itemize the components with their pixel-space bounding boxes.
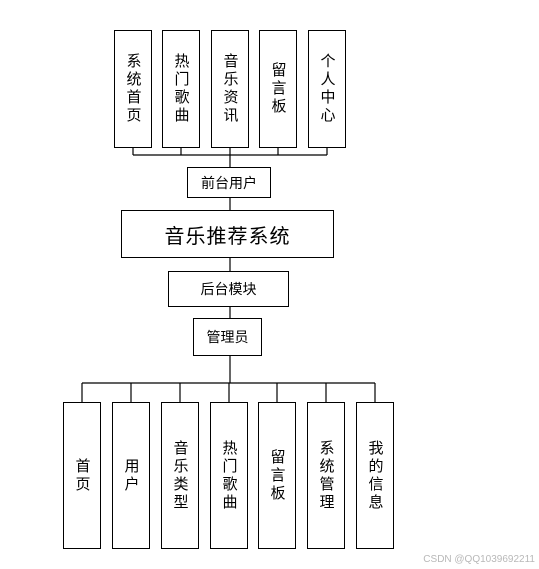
admin-module-hot-songs: 热门歌曲 xyxy=(210,402,248,549)
front-module-home: 系统首页 xyxy=(114,30,152,148)
backend-module-node: 后台模块 xyxy=(168,271,289,307)
front-module-hot-songs: 热门歌曲 xyxy=(162,30,200,148)
admin-module-my-info: 我的信息 xyxy=(356,402,394,549)
admin-module-music-type: 音乐类型 xyxy=(161,402,199,549)
admin-node: 管理员 xyxy=(193,318,262,356)
front-user-node: 前台用户 xyxy=(187,167,271,198)
admin-module-home: 首页 xyxy=(63,402,101,549)
system-title-node: 音乐推荐系统 xyxy=(121,210,334,258)
admin-module-users: 用户 xyxy=(112,402,150,549)
watermark: CSDN @QQ1039692211 xyxy=(423,554,535,565)
front-module-music-news: 音乐资讯 xyxy=(211,30,249,148)
front-module-message-board: 留言板 xyxy=(259,30,297,148)
admin-module-system-management: 系统管理 xyxy=(307,402,345,549)
admin-module-message-board: 留言板 xyxy=(258,402,296,549)
front-module-personal-center: 个人中心 xyxy=(308,30,346,148)
